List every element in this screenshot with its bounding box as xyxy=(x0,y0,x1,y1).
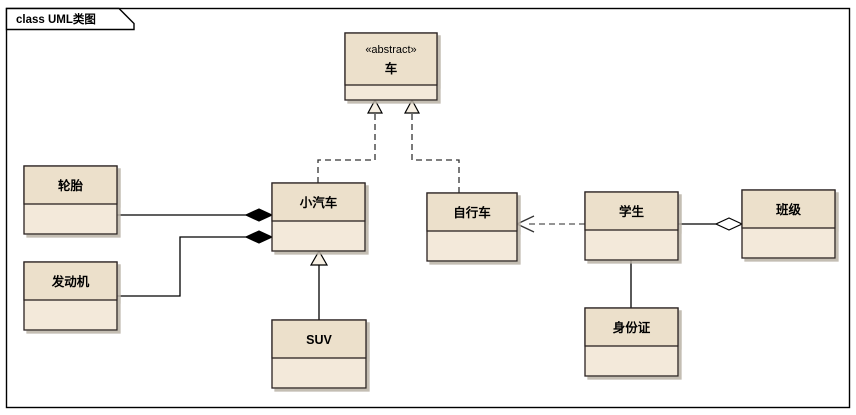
class-box-suv[interactable]: SUV xyxy=(271,319,367,389)
class-name-banji: 班级 xyxy=(776,202,802,217)
class-name-luntai: 轮胎 xyxy=(58,178,84,193)
rel-fadongji-composes-xiaoqiche[interactable] xyxy=(117,230,274,297)
class-box-zixingche[interactable]: 自行车 xyxy=(426,192,518,262)
hollow-triangle-arrowhead xyxy=(366,98,384,114)
frame-title-label: class UML类图 xyxy=(16,12,96,26)
hollow-triangle-arrowhead xyxy=(403,98,421,114)
rel-zixingche-realizes-che[interactable] xyxy=(403,98,460,193)
class-name-fadongji: 发动机 xyxy=(51,274,90,289)
class-box-che[interactable]: «abstract» 车 xyxy=(344,32,438,101)
frame-title-tab xyxy=(5,7,135,31)
class-box-luntai[interactable]: 轮胎 xyxy=(23,165,118,235)
rel-xuesheng-depends-zixingche[interactable] xyxy=(516,215,585,233)
hollow-triangle-arrowhead xyxy=(309,249,329,266)
class-box-fadongji[interactable]: 发动机 xyxy=(23,261,118,331)
class-name-suv: SUV xyxy=(306,333,332,347)
open-arrowhead xyxy=(516,215,535,233)
filled-diamond-arrowhead xyxy=(244,208,274,222)
class-stereotype-che: «abstract» xyxy=(365,44,416,56)
hollow-diamond-arrowhead xyxy=(714,217,744,231)
class-box-xuesheng[interactable]: 学生 xyxy=(584,191,679,261)
rel-xiaoqiche-realizes-che[interactable] xyxy=(317,98,384,183)
rel-luntai-composes-xiaoqiche[interactable] xyxy=(117,208,274,222)
rel-suv-extends-xiaoqiche[interactable] xyxy=(309,249,329,320)
class-box-banji[interactable]: 班级 xyxy=(741,189,836,259)
class-box-xiaoqiche[interactable]: 小汽车 xyxy=(271,182,366,252)
class-name-zixingche: 自行车 xyxy=(453,205,491,220)
class-name-xiaoqiche: 小汽车 xyxy=(299,195,338,210)
class-name-che: 车 xyxy=(385,61,398,76)
filled-diamond-arrowhead xyxy=(244,230,274,244)
class-name-xuesheng: 学生 xyxy=(619,204,645,219)
class-box-shenfenzheng[interactable]: 身份证 xyxy=(584,307,679,377)
diagram-frame: class UML类图 xyxy=(5,7,851,409)
rel-banji-aggregates-xuesheng[interactable] xyxy=(678,217,744,231)
class-name-shenfenzheng: 身份证 xyxy=(613,320,651,335)
